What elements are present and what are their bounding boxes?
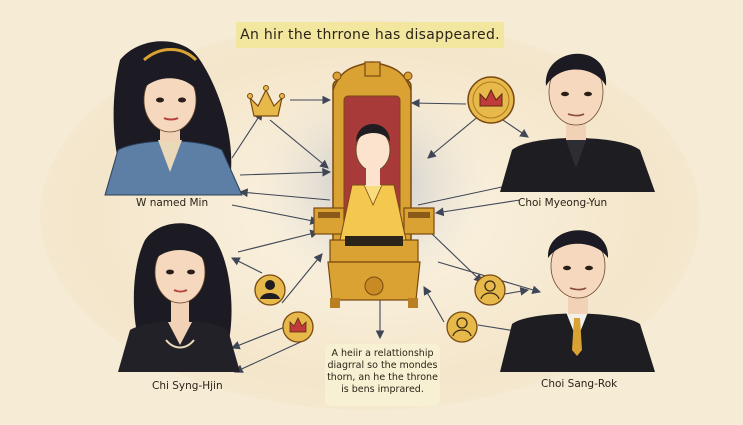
- arrow: [429, 231, 483, 283]
- person-coin-icon: [254, 274, 286, 306]
- arrow: [423, 286, 445, 323]
- arrow: [238, 188, 331, 201]
- arrow: [417, 181, 518, 206]
- portrait-top-left: [104, 41, 243, 196]
- arrow: [269, 119, 329, 169]
- arrow: [230, 324, 291, 350]
- label-bottom-left-person: Chi Syng-Hjin: [152, 380, 223, 392]
- diagram-title: An hir the thrrone has disappeared.: [236, 22, 504, 48]
- arrow: [231, 111, 263, 159]
- seated-figure: [339, 124, 407, 246]
- arrow: [231, 257, 263, 274]
- caption-line-3: thorn, an he the throne: [327, 372, 438, 383]
- arrow: [410, 98, 467, 108]
- portrait-top-right: [500, 53, 655, 192]
- crown-icon: [247, 85, 285, 117]
- person-coin-icon: [474, 274, 506, 306]
- arrow: [233, 339, 306, 373]
- caption-line-4: is bens imprared.: [341, 384, 424, 395]
- crown-coin-icon: [467, 76, 515, 124]
- caption-line-1: A heiir a relattionship: [331, 348, 434, 359]
- label-bottom-right-person: Choi Sang-Rok: [541, 378, 618, 390]
- portrait-bottom-right: [500, 230, 655, 372]
- relationship-arrows: [230, 95, 542, 373]
- caption-line-2: diagrral so the mondes: [327, 360, 438, 371]
- label-top-right-person: Choi Myeong-Yun: [518, 197, 608, 209]
- arrow: [237, 229, 320, 253]
- arrow: [281, 253, 323, 304]
- label-top-left-person: W named Min: [136, 197, 209, 209]
- arrow: [231, 204, 320, 225]
- arrow: [427, 114, 481, 159]
- portrait-bottom-left: [118, 223, 240, 372]
- person-coin-icon: [446, 311, 478, 343]
- caption-note: A heiir a relattionship diagrral so the …: [325, 344, 440, 406]
- crown-coin-icon: [282, 311, 314, 343]
- arrow: [239, 167, 332, 177]
- arrow: [434, 199, 521, 217]
